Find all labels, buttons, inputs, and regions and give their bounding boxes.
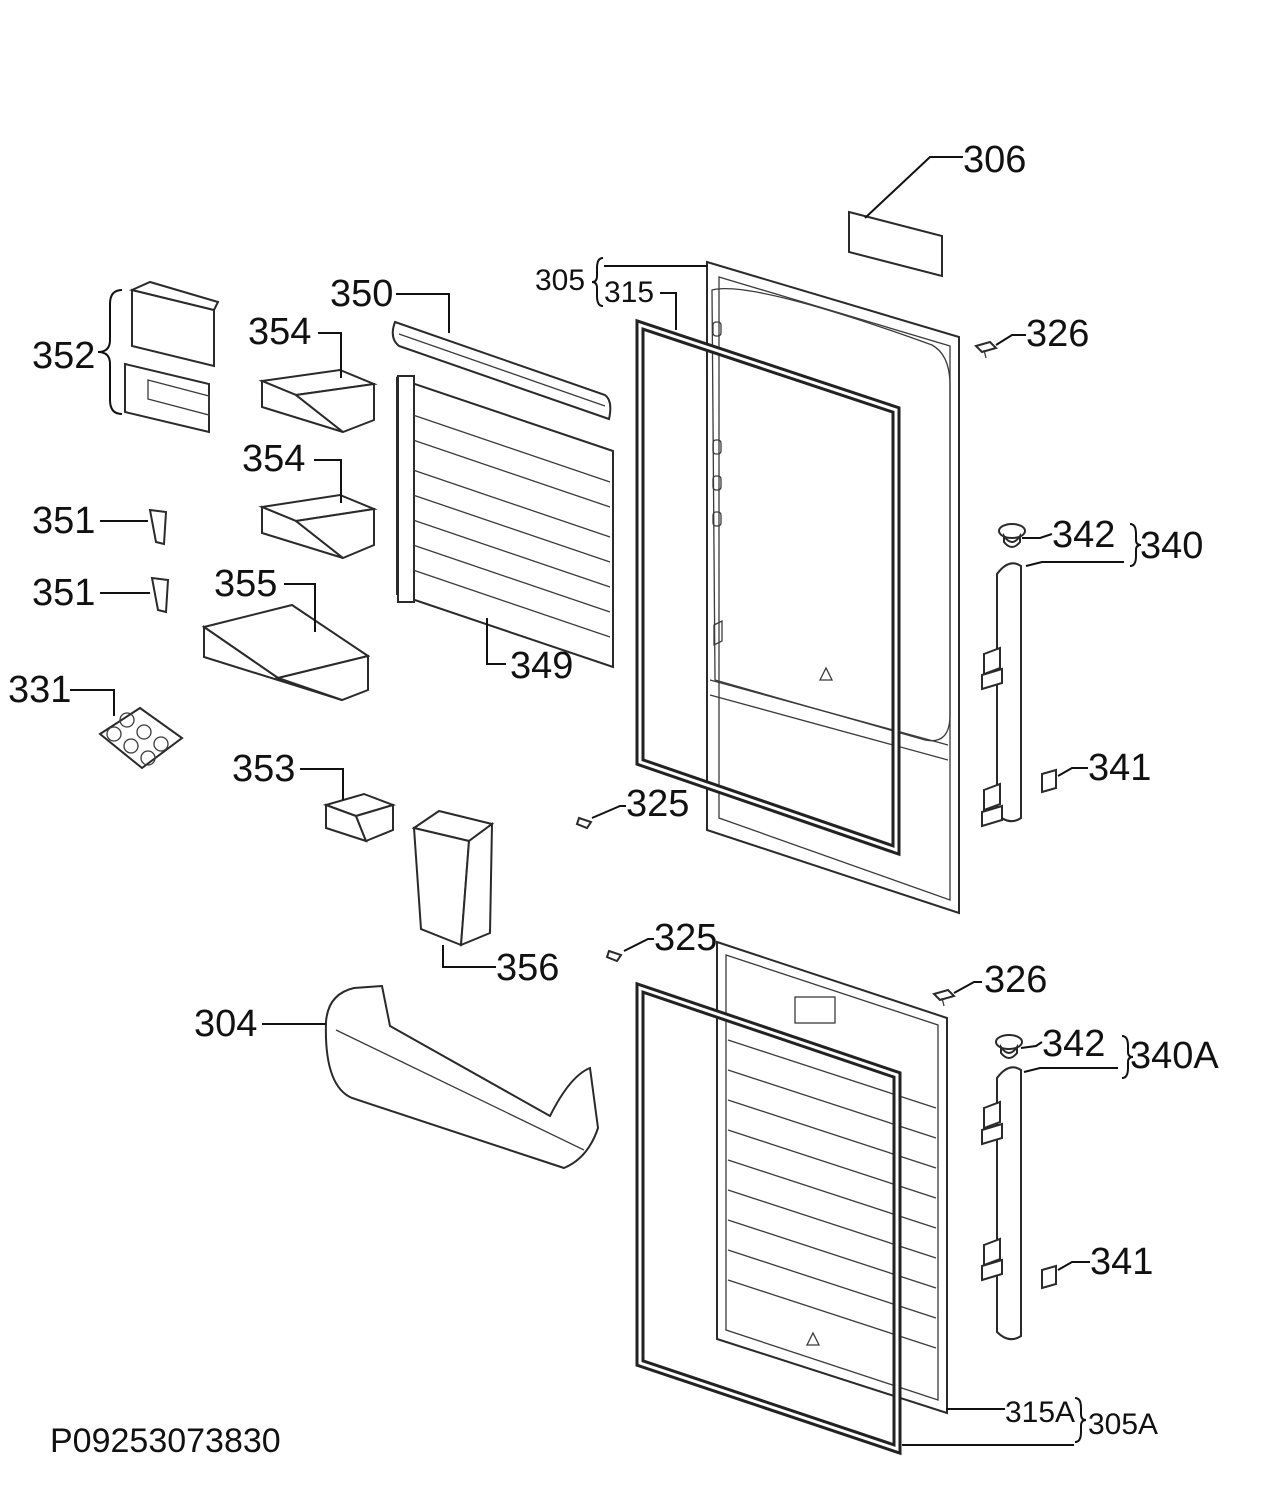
part-325-lower-door-stop[interactable] (605, 949, 623, 963)
part-306-label-plate[interactable] (848, 210, 943, 278)
callout-356: 356 (496, 947, 559, 989)
part-331-egg-tray[interactable] (98, 706, 184, 770)
display-panel (794, 996, 836, 1024)
part-342-lower-end-cap[interactable] (995, 1034, 1023, 1059)
recycle-icon (818, 666, 834, 681)
callout-342-bot: 342 (1042, 1023, 1105, 1065)
callout-350: 350 (330, 273, 393, 315)
part-354-small-box-b[interactable] (258, 493, 378, 560)
callout-306: 306 (963, 139, 1026, 181)
part-353-small-cube[interactable] (322, 792, 397, 843)
callout-341-top: 341 (1088, 747, 1151, 789)
callout-315A: 315A (1005, 1396, 1075, 1429)
callout-326-bot: 326 (984, 959, 1047, 1001)
callout-351-b: 351 (32, 572, 95, 614)
recycle-icon (805, 1331, 821, 1346)
callout-349: 349 (510, 645, 573, 687)
callout-353: 353 (232, 748, 295, 790)
part-340A-lower-handle[interactable] (981, 1066, 1022, 1341)
part-326-upper-hinge-cap[interactable] (974, 340, 998, 359)
callout-325-bot: 325 (654, 917, 717, 959)
part-315A-lower-gasket[interactable] (635, 981, 902, 1456)
callout-340: 340 (1140, 525, 1203, 567)
part-351-clip-a[interactable] (148, 508, 168, 546)
part-356-tall-container[interactable] (411, 809, 495, 947)
callout-351-a: 351 (32, 500, 95, 542)
callout-352: 352 (32, 335, 95, 377)
part-315-upper-gasket[interactable] (635, 318, 901, 857)
part-352-box-with-lid[interactable] (124, 280, 220, 434)
part-355-long-box[interactable] (201, 603, 371, 702)
part-305A-lower-door[interactable] (716, 940, 948, 1415)
part-341-upper-clip[interactable] (1041, 768, 1057, 794)
part-325-upper-door-stop[interactable] (575, 816, 593, 830)
part-304-door-balcony[interactable] (324, 984, 600, 1170)
callout-326-top: 326 (1026, 313, 1089, 355)
part-342-upper-end-cap[interactable] (998, 523, 1026, 548)
part-350-shelf-trim[interactable] (391, 320, 612, 421)
part-326-lower-hinge-cap[interactable] (932, 988, 956, 1007)
part-351-clip-b[interactable] (150, 576, 170, 614)
part-354-small-box-a[interactable] (258, 368, 378, 434)
callout-305A: 305A (1088, 1408, 1158, 1441)
callout-331: 331 (8, 669, 71, 711)
callout-342-top: 342 (1052, 514, 1115, 556)
callout-315: 315 (604, 276, 654, 309)
callout-355: 355 (214, 563, 277, 605)
callout-340A: 340A (1130, 1035, 1219, 1077)
diagram-id: P09253073830 (50, 1422, 281, 1460)
callout-304: 304 (194, 1003, 257, 1045)
callout-325-top: 325 (626, 783, 689, 825)
part-349-shelf-frame[interactable] (396, 375, 614, 669)
callout-341-bot: 341 (1090, 1241, 1153, 1283)
callout-354-b: 354 (242, 438, 305, 480)
callout-354-a: 354 (248, 311, 311, 353)
part-340-upper-handle[interactable] (981, 562, 1022, 828)
callout-305: 305 (535, 264, 585, 297)
part-341-lower-clip[interactable] (1041, 1264, 1057, 1290)
